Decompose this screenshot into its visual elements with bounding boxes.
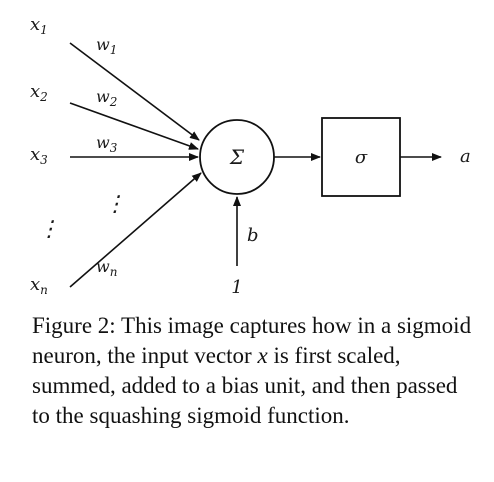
edge-x1 (69, 42, 200, 141)
input-label-x1: x1 (30, 14, 48, 37)
activation-symbol: σ (355, 147, 368, 168)
edge-xn (69, 172, 202, 288)
weights-ellipsis: ⋮ (104, 192, 126, 217)
caption-text-suffix: is first scaled, summed, added to a bias… (32, 343, 458, 428)
weight-label-w3: w3 (96, 133, 118, 155)
neuron-diagram: x1 x2 x3 xn w1 w2 w3 wn ⋮ ⋮ Σ b 1 σ a (30, 14, 471, 298)
caption-variable: x (257, 343, 268, 368)
figure-caption: Figure 2: This image captures how in a s… (32, 311, 472, 431)
output-label: a (460, 146, 471, 167)
input-label-x2: x2 (30, 81, 48, 104)
inputs-ellipsis: ⋮ (38, 217, 60, 242)
bias-label: b (247, 225, 259, 246)
weight-label-w2: w2 (96, 87, 117, 109)
edge-x2 (69, 102, 199, 150)
bias-input-value: 1 (231, 277, 242, 298)
input-label-xn: xn (30, 274, 48, 297)
weight-label-wn: wn (96, 257, 117, 279)
activation-box (321, 117, 401, 197)
weight-label-w1: w1 (96, 35, 117, 57)
input-label-x3: x3 (30, 144, 48, 167)
caption-text-prefix: Figure 2: This image captures how in a s… (32, 313, 472, 368)
sum-symbol: Σ (229, 145, 245, 169)
